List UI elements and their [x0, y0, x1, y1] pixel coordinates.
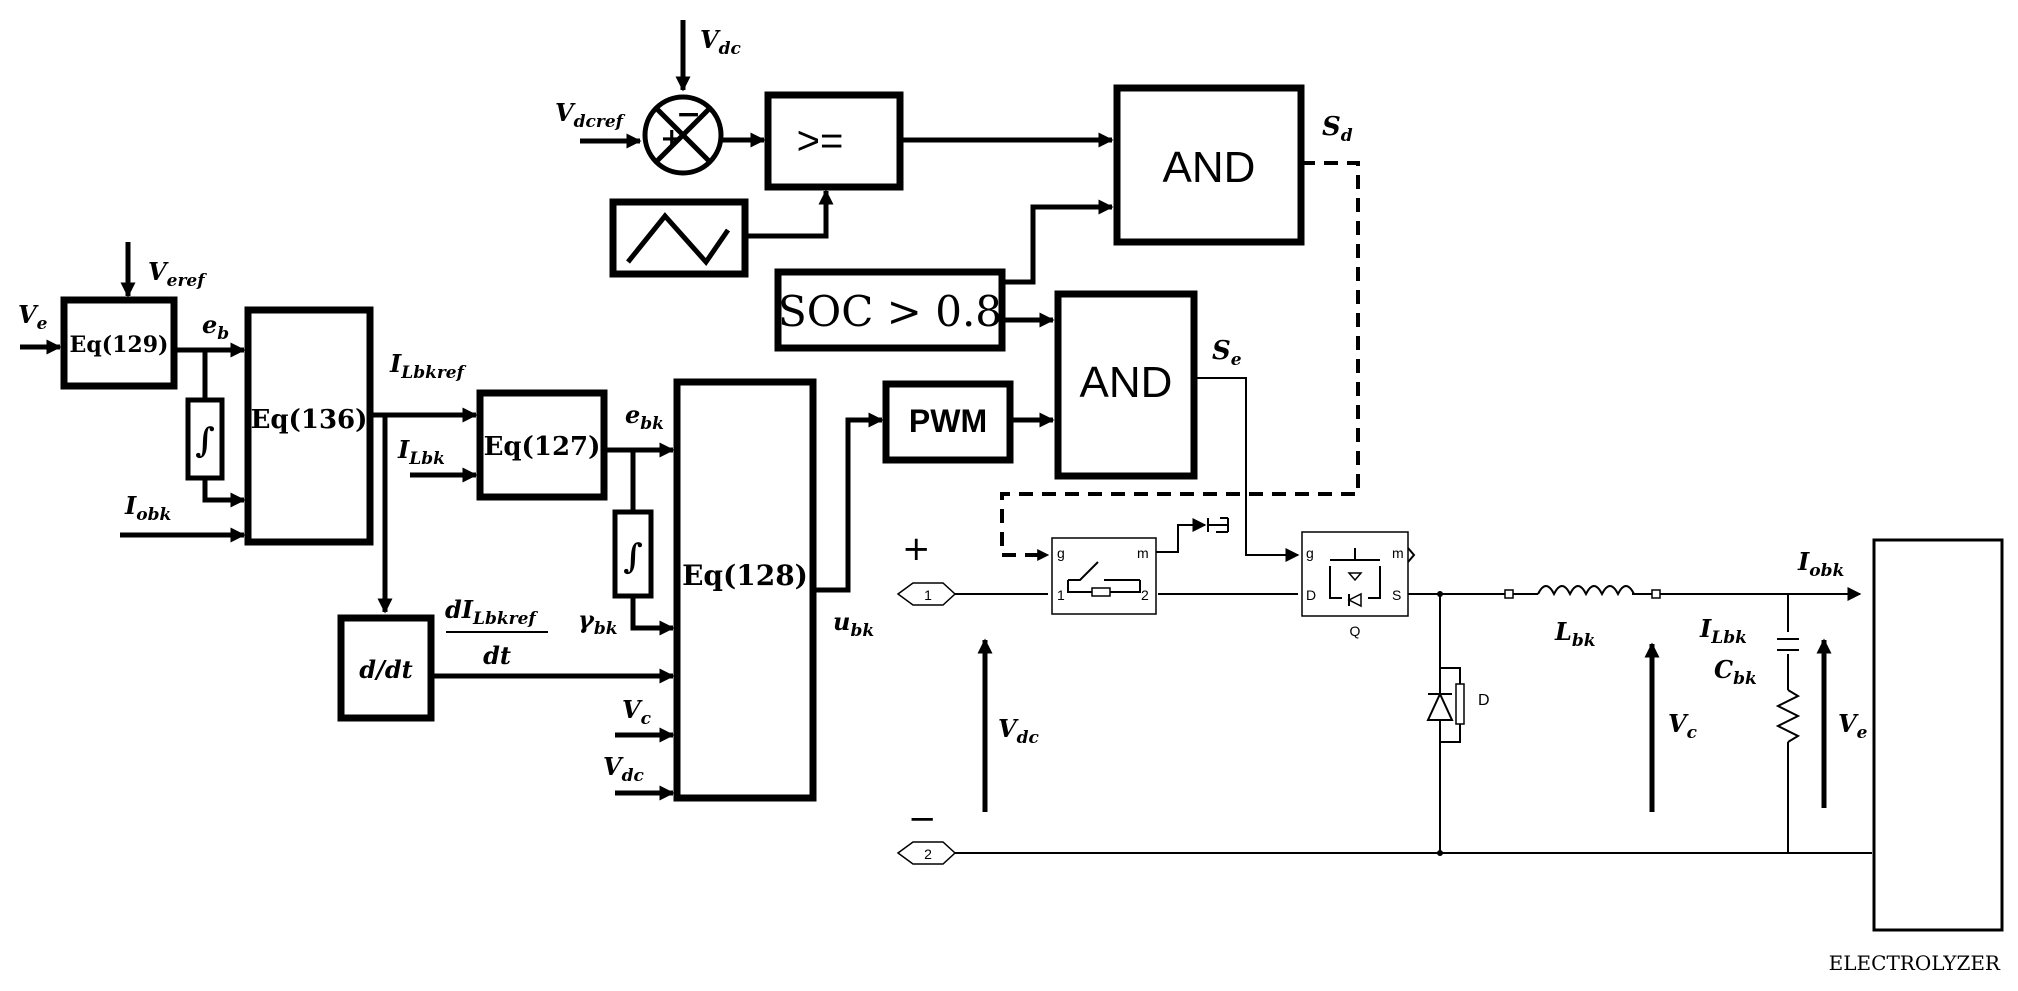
- switch-icon: [1067, 561, 1141, 597]
- eq136-label: Eq(136): [251, 405, 368, 435]
- se-label: Se: [1212, 336, 1242, 370]
- electrolyzer-block: [1872, 538, 2004, 932]
- vdc-circuit-label: Vdc: [998, 714, 1040, 748]
- mosfet-s-label: S: [1392, 587, 1401, 603]
- ilbkref-label: ILbkref: [389, 349, 467, 383]
- switch-g-label: g: [1057, 545, 1065, 561]
- ve-circuit-label: Ve: [1838, 709, 1868, 743]
- integral-1-label: ∫: [195, 421, 215, 461]
- eq129-label: Eq(129): [70, 332, 169, 358]
- soc-to-and-top: [1002, 199, 1114, 285]
- integral-2-label: ∫: [623, 537, 643, 577]
- integral-1-out: [202, 478, 246, 508]
- vdc-input-label: Vdc: [603, 752, 645, 786]
- vc-circuit-label: Vc: [1668, 709, 1698, 743]
- and-bottom-block: [1054, 290, 1198, 480]
- lbk-label: Lbk: [1554, 617, 1596, 651]
- triangle-wave-block: [609, 198, 749, 278]
- eq129-block: [60, 296, 178, 390]
- eq128-block: [673, 378, 817, 802]
- and-top-label: AND: [1163, 143, 1256, 192]
- soc-label: SOC > 0.8: [778, 287, 1002, 336]
- triangle-wave-icon: [626, 212, 731, 267]
- eq128-label: Eq(128): [682, 559, 808, 592]
- sd-dashed-line: [1000, 161, 1360, 561]
- mosfet-m-label: m: [1392, 545, 1404, 561]
- mosfet-d-label: D: [1306, 587, 1316, 603]
- ilbk-input-label: ILbk: [397, 435, 445, 469]
- sum-junction: [642, 94, 724, 176]
- ddt-block: [337, 614, 435, 722]
- ilbk-circuit-label: ILbk: [1699, 614, 1747, 648]
- vdcref-label: Vdcref: [555, 98, 626, 132]
- dilbkref-denominator: dt: [483, 641, 511, 670]
- port-1-label: 1: [924, 587, 932, 603]
- compare-label: >=: [797, 119, 844, 163]
- electrolyzer-label: ELECTROLYZER: [1829, 951, 2001, 975]
- iobk-input-label: Iobk: [124, 491, 171, 525]
- sum-minus-sign: −: [676, 97, 701, 132]
- vdc-top-label: Vdc: [700, 25, 742, 59]
- switch-m-label: m: [1137, 545, 1149, 561]
- junction-diode-top: [1437, 591, 1443, 597]
- mosfet-m-port: [1407, 547, 1416, 563]
- gammabk-label: γbk: [578, 605, 618, 639]
- ebk-label: ebk: [625, 400, 664, 434]
- plus-terminal-sign: +: [902, 529, 931, 569]
- ubk-label: ubk: [833, 607, 874, 641]
- inductor-icon: [1504, 585, 1661, 599]
- switch-1-label: 1: [1057, 587, 1065, 603]
- dilbkref-numerator: dILbkref: [445, 595, 538, 629]
- sd-label: Sd: [1322, 112, 1353, 146]
- ubk-arrow: [813, 412, 884, 593]
- pwm-label: PWM: [909, 403, 987, 439]
- terminator-icon: [1207, 517, 1229, 533]
- switch-m-output: [1156, 518, 1207, 553]
- mosfet-g-label: g: [1306, 545, 1314, 561]
- diode-icon: [1426, 640, 1465, 750]
- ideal-switch-block: [1051, 537, 1157, 615]
- sum-plus-sign: +: [660, 122, 683, 155]
- ddt-label: d/dt: [359, 655, 412, 684]
- port-2-label: 2: [924, 846, 932, 862]
- and-top-block: [1113, 84, 1305, 246]
- switch-2-label: 2: [1141, 587, 1149, 603]
- eq127-label: Eq(127): [484, 432, 601, 462]
- and-bottom-label: AND: [1080, 358, 1173, 407]
- cbk-label: Cbk: [1714, 655, 1757, 689]
- iobk-circuit-label: Iobk: [1797, 547, 1844, 581]
- se-line: [1194, 377, 1300, 562]
- soc-block: [774, 268, 1006, 352]
- vc-input-label: Vc: [622, 695, 652, 729]
- minus-terminal-sign: −: [908, 799, 937, 839]
- mosfet-name-label: Q: [1350, 623, 1361, 639]
- diode-name-label: D: [1478, 692, 1490, 709]
- eq136-block: [244, 306, 374, 546]
- veref-label: Veref: [148, 257, 207, 291]
- integral-2-out: [630, 596, 675, 636]
- ve-input-label: Ve: [18, 300, 48, 334]
- eb-label: eb: [202, 310, 229, 344]
- capacitor-icon: [1774, 632, 1802, 654]
- mosfet-icon: [1329, 548, 1381, 608]
- junction-diode-bottom: [1437, 850, 1443, 856]
- triangle-wave-out: [745, 189, 834, 239]
- eq127-block: [476, 389, 608, 501]
- resistor-icon: [1775, 689, 1801, 743]
- compare-block: [764, 91, 904, 191]
